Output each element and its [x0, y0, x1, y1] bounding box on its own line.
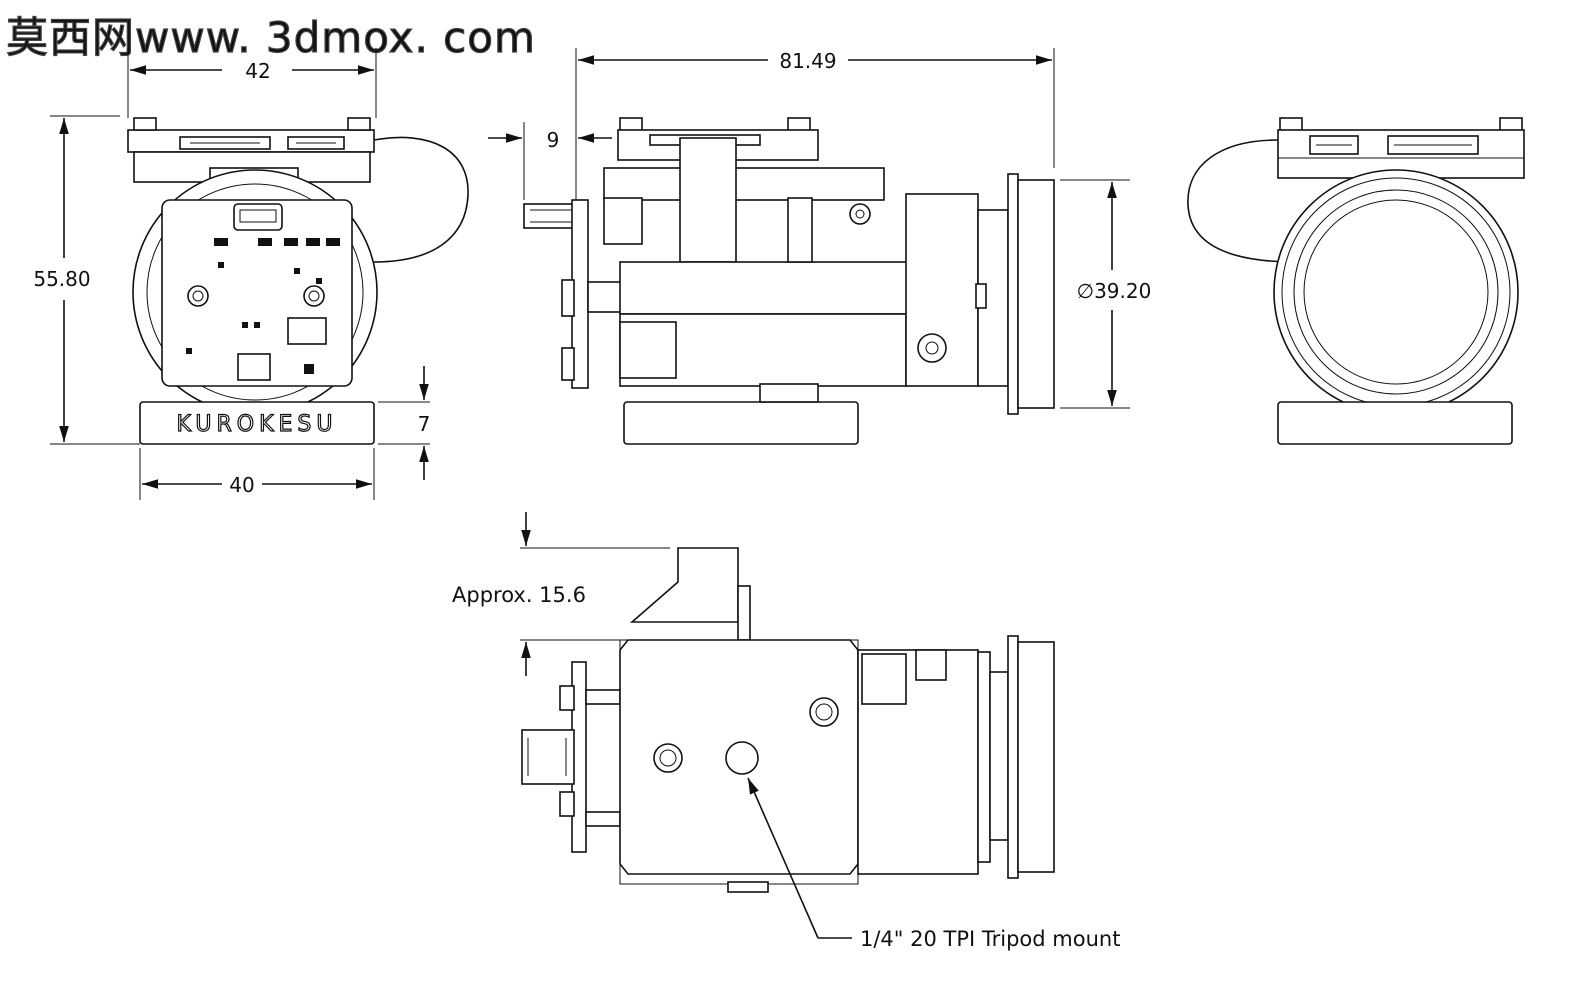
dim-base-height: 7 — [418, 412, 431, 436]
dim-front-height: 55.80 — [33, 267, 90, 291]
dim-board-offset: 9 — [547, 128, 560, 152]
side-view — [523, 117, 1055, 445]
tripod-callout: 1/4" 20 TPI Tripod mount — [747, 777, 1120, 951]
dim-lens-diameter: ∅39.20 — [1077, 279, 1152, 303]
dim-side-length: 81.49 — [779, 49, 836, 73]
watermark-text: 莫西网www. 3dmox. com — [6, 13, 536, 62]
rear-view — [1187, 117, 1525, 445]
dim-front-top-width: 42 — [245, 59, 270, 83]
dim-approx-height: Approx. 15.6 — [452, 583, 586, 607]
front-view: KUROKESU — [127, 117, 469, 445]
dim-front-base-width: 40 — [229, 473, 254, 497]
front-dimensions: 42 55.80 40 7 — [33, 48, 430, 500]
bottom-dimensions: Approx. 15.6 — [452, 512, 670, 676]
brand-label: KUROKESU — [177, 412, 338, 437]
bottom-view — [521, 547, 1055, 893]
side-dimensions: 81.49 9 ∅39.20 — [488, 48, 1152, 409]
tripod-mount-label: 1/4" 20 TPI Tripod mount — [860, 927, 1120, 951]
